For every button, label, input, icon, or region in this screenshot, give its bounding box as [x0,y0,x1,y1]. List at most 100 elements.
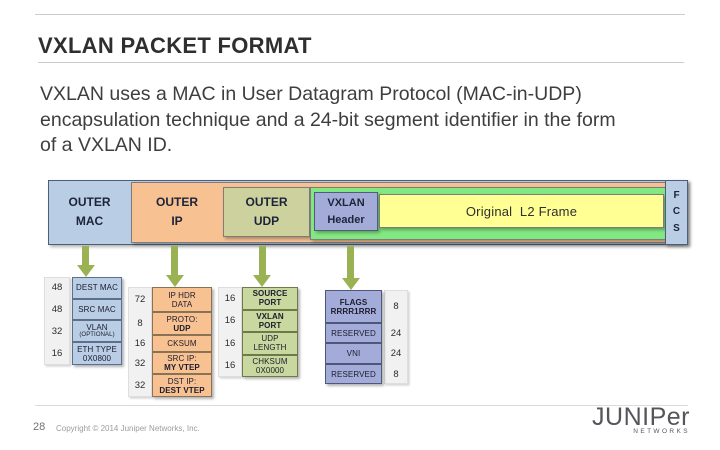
juniper-logo: JUNIPer NETWORKS [592,404,690,435]
bits-value: 8 [393,368,399,380]
down-arrow-head-icon [253,275,271,287]
field-label: SRC IP: [167,354,197,363]
field-label: DEST VTEP [159,385,205,395]
field-label: VLAN [86,323,108,332]
field-label: UDP [173,323,191,333]
outer-mac-label: OUTER MAC [48,193,131,231]
field-label: DST IP: [167,376,197,386]
field-box: DEST MAC [72,277,122,299]
footer-rule [35,405,688,406]
field-label: MY VTEP [164,363,200,372]
vxlan-header-label: VXLAN Header [314,195,378,229]
body-line: encapsulation technique and a 24-bit seg… [40,108,616,131]
down-arrow-head-icon [341,278,360,290]
down-arrow-icon [258,246,266,275]
page-title: VXLAN PACKET FORMAT [38,33,312,58]
down-arrow-icon [171,246,178,275]
segment-vxlan-header [314,192,378,231]
field-label: RRRR1RRR [330,306,377,316]
field-label: PORT [258,298,282,308]
body-line: VXLAN uses a MAC in User Datagram Protoc… [40,83,582,105]
label-line: Header [327,214,365,226]
bits-value: 16 [224,315,236,327]
field-box: DST IP:DEST VTEP [152,374,212,397]
field-label: RESERVED [331,369,376,379]
fcs-letter: C [672,206,681,218]
field-label: 0X0000 [255,365,285,375]
bits-value: 32 [134,357,146,369]
field-box: SRC IP:MY VTEP [152,352,212,374]
bits-value: 16 [134,338,146,349]
juniper-networks-text: NETWORKS [633,428,690,435]
field-box: RESERVED [325,323,382,343]
bits-value: 8 [137,318,143,329]
label-line: OUTER [245,195,288,209]
bits-value: 16 [51,348,63,359]
field-label: (OPTIONAL) [79,332,115,338]
body-paragraph: VXLAN uses a MAC in User Datagram Protoc… [40,82,700,159]
body-line: of a VXLAN ID. [40,134,173,156]
segment-fcs: F C S [665,180,688,245]
segment-outer-udp [223,187,310,237]
field-label: SOURCE [252,289,288,299]
field-box: SRC MAC [72,298,122,320]
l2-frame-label: Original L2 Frame [465,203,578,219]
bits-value: 24 [390,348,402,359]
outer-ip-label: OUTER IP [131,193,223,231]
bits-value: 48 [51,282,63,294]
field-label: LENGTH [253,343,287,353]
field-box: PROTO:UDP [152,312,212,335]
copyright-text: Copyright © 2014 Juniper Networks, Inc. [56,424,200,433]
fcs-letter: F [673,189,680,201]
field-label: ETH TYPE [77,344,117,354]
bits-value: 16 [224,337,236,349]
down-arrow-head-icon [76,265,95,277]
label-line: OUTER [156,195,198,209]
outer-mac-fields-bits-strip [44,277,70,365]
label-line: OUTER [68,195,111,209]
bits-value: 48 [51,303,63,315]
field-label: UDP [261,334,279,344]
down-arrow-icon [347,246,354,278]
top-rule [35,14,685,15]
field-label: 0X0800 [82,353,112,363]
outer-ip-fields-bits-strip [128,287,152,397]
field-box: RESERVED [325,364,382,384]
field-box: VLAN(OPTIONAL) [72,320,122,342]
field-label: PORT [258,320,282,330]
bits-value: 16 [224,292,236,304]
field-box: VNI [325,343,382,364]
label-line: MAC [75,214,104,228]
label-line: IP [171,214,183,228]
field-label: CKSUM [167,339,197,348]
field-label: RESERVED [331,328,376,338]
field-label: PROTO: [166,314,198,324]
down-arrow-icon [82,246,89,265]
bits-value: 24 [390,327,402,339]
label-line: UDP [253,214,280,228]
segment-l2-frame [379,194,664,228]
title-underline [38,62,684,63]
field-label: FLAGS [339,297,368,307]
down-arrow-head-icon [165,275,184,287]
field-label: CHKSUM [252,356,288,366]
vxlan-header-fields-bits-strip [384,290,408,384]
bits-value: 72 [134,294,146,305]
bits-value: 32 [134,380,146,391]
label-line: VXLAN [327,197,365,209]
bits-value: 8 [393,301,399,312]
field-label: IP HDR [168,290,196,300]
field-label: SRC MAC [78,304,116,314]
field-label: DATA [171,299,193,309]
outer-udp-fields-bits-strip [218,287,242,377]
